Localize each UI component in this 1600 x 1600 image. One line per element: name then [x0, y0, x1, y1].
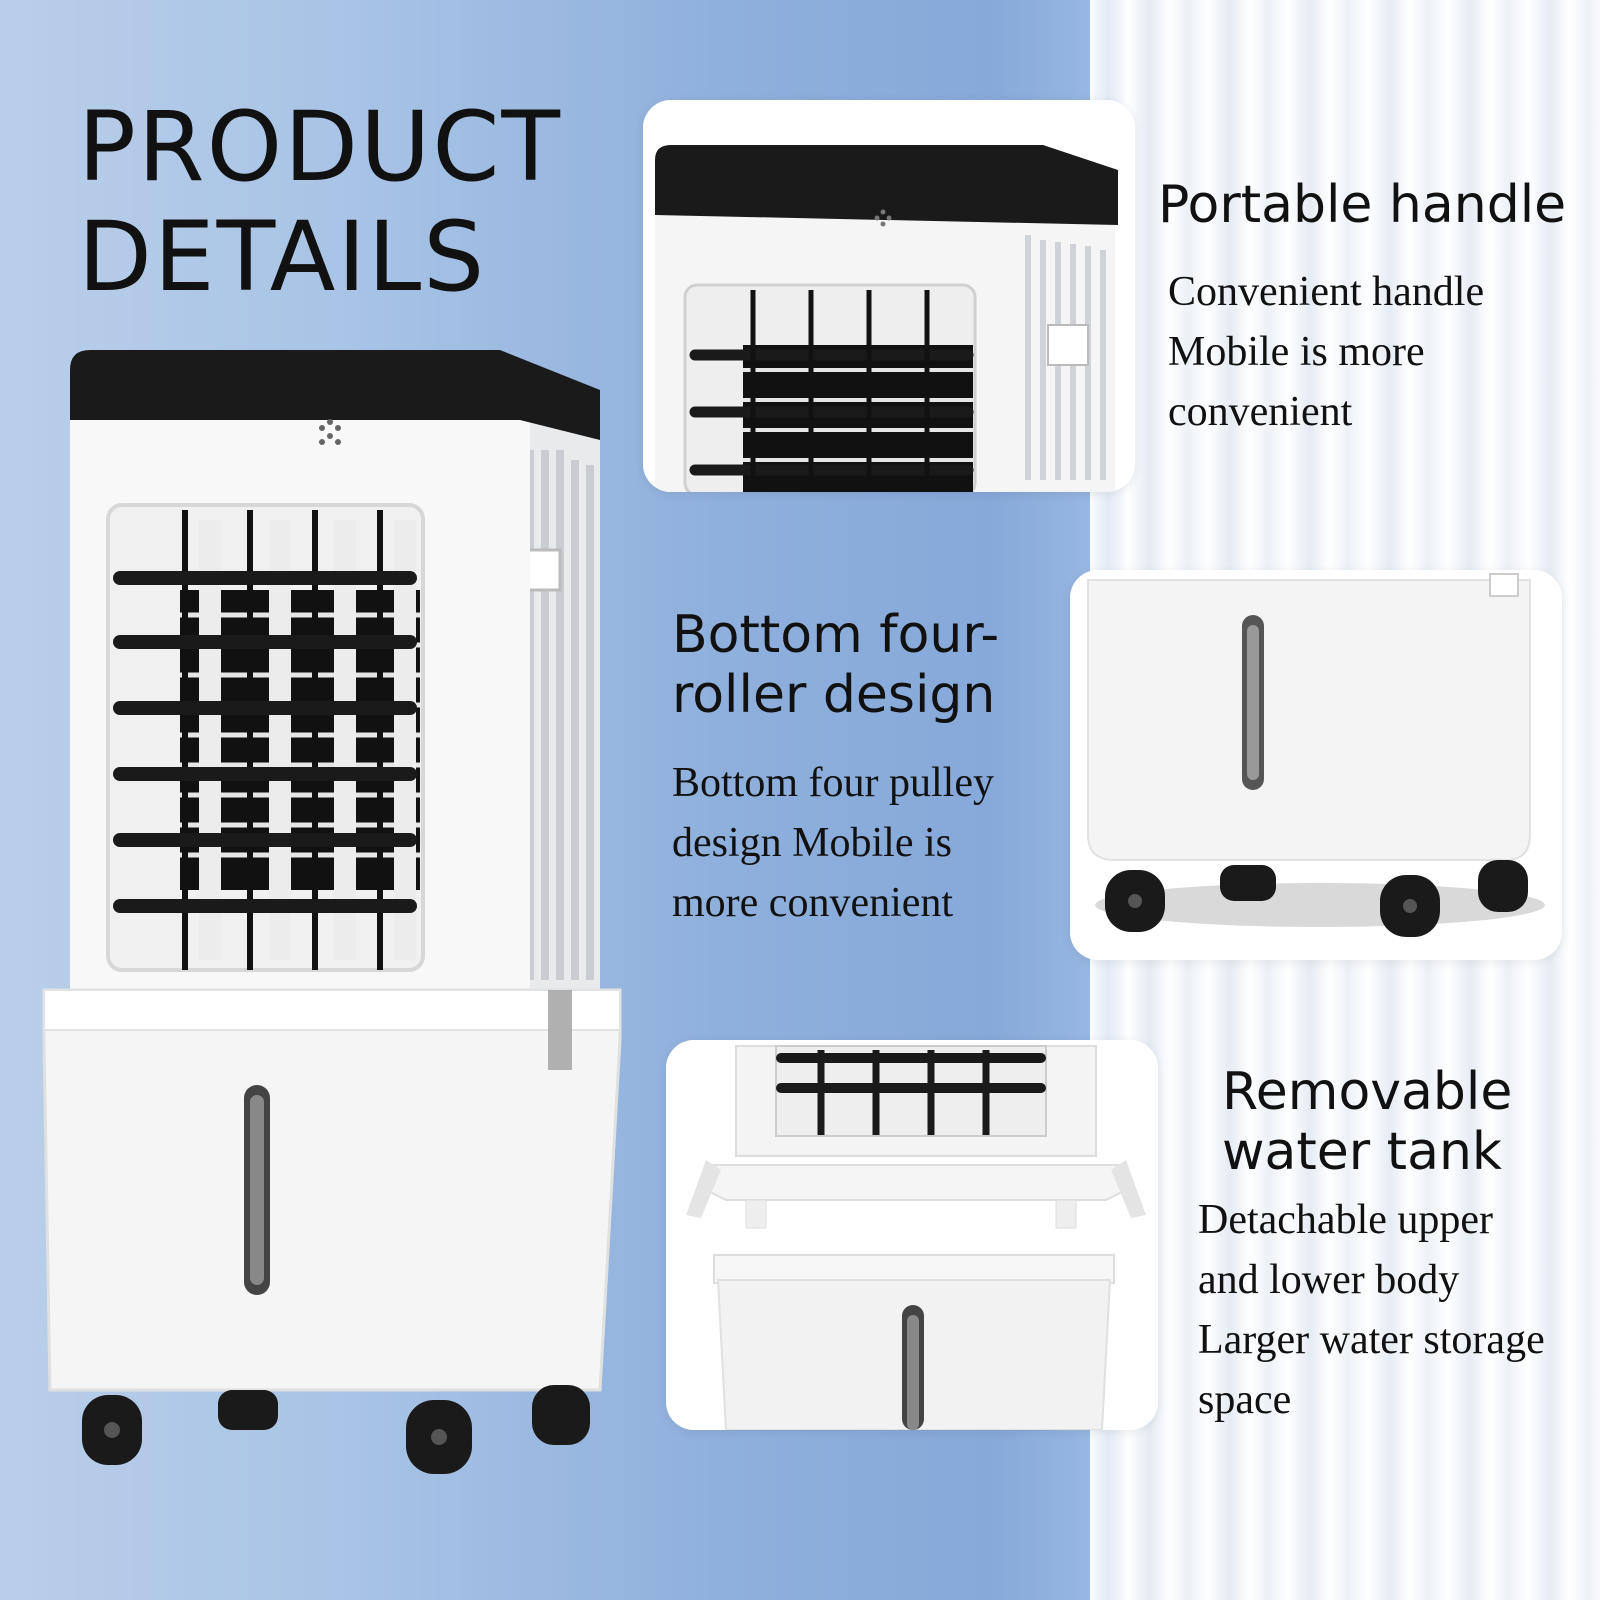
page-title: PRODUCT DETAILS: [78, 92, 562, 312]
feature-1-title: Portable handle: [1158, 175, 1567, 235]
feature-1-desc-line-3: convenient: [1168, 389, 1353, 435]
feature-1-desc-line-1: Convenient handle: [1168, 269, 1485, 315]
feature-1-desc-line-2: Mobile is more: [1168, 329, 1425, 375]
feature-3-desc-line-3: Larger water storage: [1198, 1317, 1545, 1363]
feature-2-title-line-1: Bottom four-: [672, 605, 1000, 665]
feature-2-desc-line-2: design Mobile is: [672, 820, 952, 866]
feature-3-desc-line-1: Detachable upper: [1198, 1197, 1494, 1243]
handle-closeup-card: [643, 100, 1135, 492]
feature-3-desc-line-4: space: [1198, 1377, 1292, 1423]
product-main-image: [40, 350, 640, 1510]
page-title-line-1: PRODUCT: [78, 91, 563, 203]
page-title-line-2: DETAILS: [78, 201, 487, 313]
feature-2-desc-line-3: more convenient: [672, 880, 954, 926]
feature-3-title-line-2: water tank: [1222, 1122, 1503, 1182]
water-tank-closeup-card: [666, 1040, 1158, 1430]
feature-2-desc-line-1: Bottom four pulley: [672, 760, 994, 806]
feature-3-desc-line-2: and lower body: [1198, 1257, 1460, 1303]
wheels-closeup-card: [1070, 570, 1562, 960]
feature-3-title-line-1: Removable: [1222, 1062, 1513, 1122]
feature-2-title-line-2: roller design: [672, 665, 996, 725]
